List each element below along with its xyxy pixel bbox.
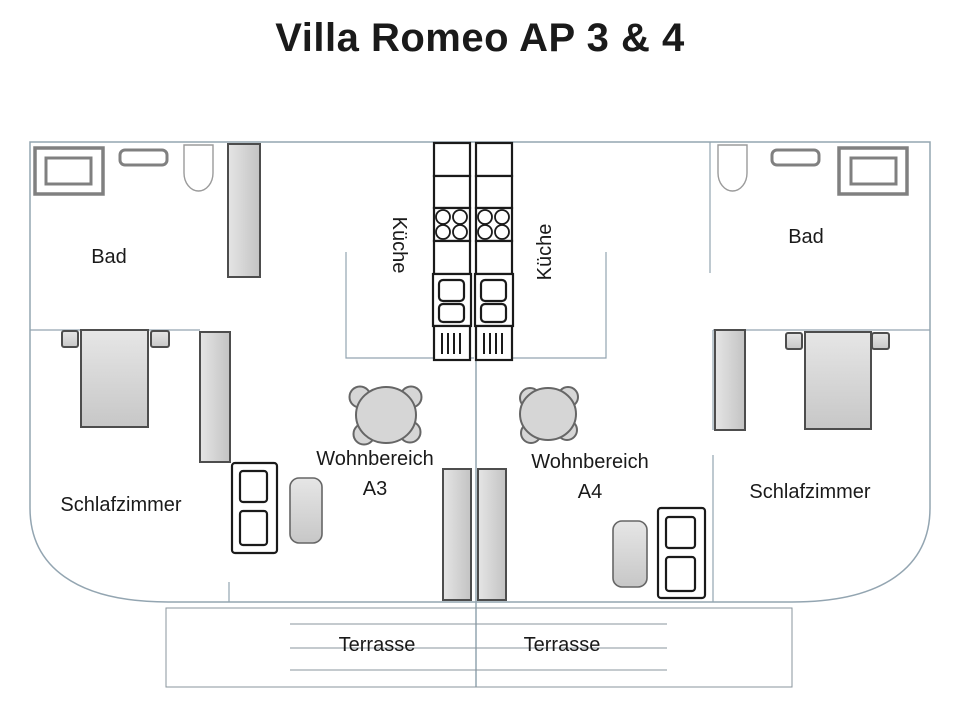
wohnbereich-a4-line2: A4 (577, 481, 603, 503)
pillow-icon (785, 332, 803, 350)
toilet-icon (717, 144, 748, 192)
kitchen-sink-icon (473, 272, 515, 328)
cabinet-icon (656, 506, 707, 600)
pillow-icon (61, 330, 79, 348)
room-label-kueche-left: Küche (388, 216, 410, 274)
sofas-center (442, 468, 507, 601)
wohnbereich-a3-line2: A3 (362, 478, 388, 500)
cabinet-icon (230, 461, 279, 555)
bed-icon (804, 331, 872, 430)
shower-inner (44, 156, 93, 186)
room-label-bad-right: Bad (788, 226, 824, 248)
chair-icon (289, 477, 323, 544)
room-label-kueche-right: Küche (534, 223, 556, 281)
dining-table-a3 (348, 385, 423, 446)
sink-icon (770, 148, 821, 167)
room-label-terrasse-left: Terrasse (338, 634, 416, 656)
room-label-schlafzimmer-left: Schlafzimmer (60, 494, 182, 516)
room-label-terrasse-right: Terrasse (523, 634, 601, 656)
kitchen-right-wall (478, 252, 607, 359)
bathroom-left (33, 143, 261, 278)
room-label-schlafzimmer-right: Schlafzimmer (749, 481, 871, 503)
kitchen-sink-icon (431, 272, 473, 328)
outer-wall (29, 141, 931, 603)
toilet-icon (183, 144, 214, 192)
wardrobe-icon (714, 329, 746, 431)
wohnbereich-a4-line1: Wohnbereich (531, 451, 649, 473)
dining-table-a4 (519, 386, 579, 444)
kitchen-left-wall (345, 252, 474, 359)
shower-inner (849, 156, 898, 186)
chair-icon (612, 520, 648, 588)
page-title: Villa Romeo AP 3 & 4 (275, 16, 685, 60)
terrace-outer-grid (165, 607, 793, 688)
round-table-icon (355, 386, 417, 444)
sofa-icon (442, 468, 472, 601)
room-label-wohnbereich-a3: Wohnbereich A3 (316, 444, 433, 504)
kitchen-counter-right (473, 141, 515, 362)
pillow-icon (871, 332, 890, 350)
round-table-icon (519, 387, 577, 441)
terrace-area (165, 607, 793, 688)
cooktop-icon (435, 209, 468, 240)
room-label-wohnbereich-a4: Wohnbereich A4 (531, 447, 648, 507)
sink-icon (118, 148, 169, 167)
room-label-bad-left: Bad (91, 246, 127, 268)
bedroom-left (61, 329, 323, 555)
drainer-icon (474, 324, 514, 362)
pillow-icon (150, 330, 170, 348)
wohnbereich-a3-line1: Wohnbereich (316, 448, 434, 470)
wardrobe-icon (227, 143, 261, 278)
wardrobe-icon (199, 331, 231, 463)
cooktop-icon (477, 209, 510, 240)
bedroom-right (612, 331, 890, 600)
sofa-icon (477, 468, 507, 601)
drainer-icon (432, 324, 472, 362)
bathroom-right (714, 144, 909, 431)
bed-icon (80, 329, 149, 428)
kitchen-counter-left (431, 141, 473, 362)
